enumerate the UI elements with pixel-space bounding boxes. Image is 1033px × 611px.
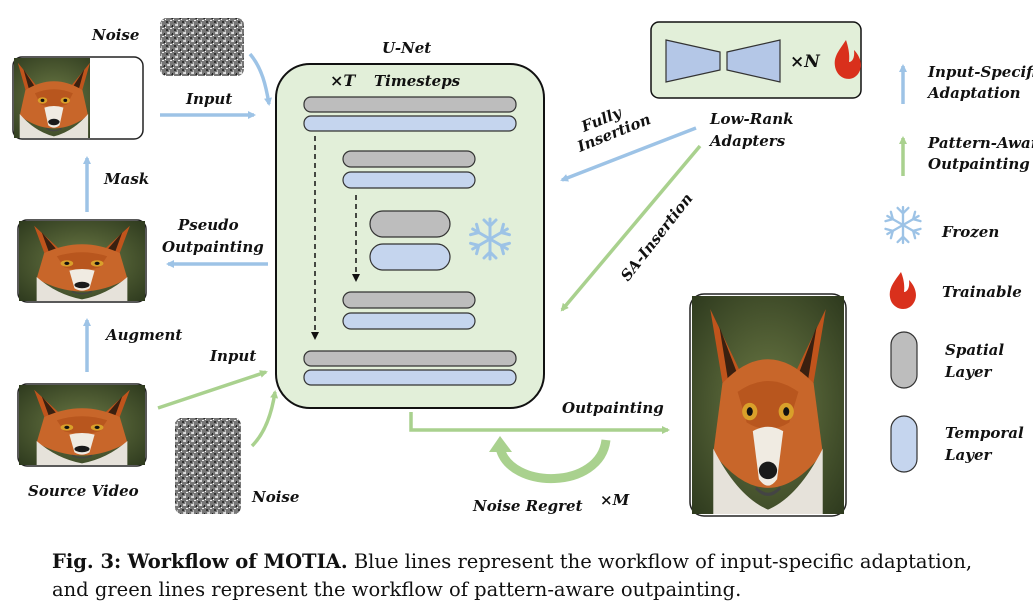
caption-text: Blue lines represent the workflow of inp… xyxy=(52,550,973,601)
caption-label: Fig. 3: xyxy=(52,550,122,573)
pseudo-outpainting-frame xyxy=(17,219,147,303)
temporal-layer-4 xyxy=(342,312,476,330)
timesteps-multiplier: ×T xyxy=(330,71,356,90)
temporal-layer-1 xyxy=(303,115,517,132)
noise-top-label: Noise xyxy=(91,26,139,44)
noise-top-arrow xyxy=(248,52,272,106)
spatial-layer-4 xyxy=(342,291,476,309)
temporal-layer-3 xyxy=(369,243,451,271)
legend-trainable: Trainable xyxy=(942,283,1022,301)
spatial-layer-2 xyxy=(342,150,476,168)
noise-bottom-label: Noise xyxy=(251,488,299,506)
flame-icon xyxy=(834,40,861,79)
output-video-frame xyxy=(689,293,847,517)
spatial-layer-3 xyxy=(369,210,451,238)
outpainting-arrow xyxy=(409,412,670,434)
adapter-up-projection xyxy=(726,39,781,83)
noise-bottom-arrow xyxy=(250,390,279,448)
augment-label: Augment xyxy=(104,326,182,344)
noise-regret-arrowhead xyxy=(489,436,512,452)
legend-frozen: Frozen xyxy=(941,223,999,241)
pseudo-label-2: Outpainting xyxy=(162,238,264,256)
times-m-label: ×M xyxy=(600,491,630,509)
pseudo-label-1: Pseudo xyxy=(177,216,239,234)
spatial-layer-5 xyxy=(303,350,517,367)
legend-temporal-swatch xyxy=(890,415,918,473)
mask-label: Mask xyxy=(103,170,149,188)
legend-temporal-1: Temporal xyxy=(945,424,1024,442)
legend-input-specific-2: Adaptation xyxy=(926,84,1021,102)
noise-regret-loop xyxy=(495,439,611,483)
lowrank-label-2: Adapters xyxy=(708,132,786,150)
times-n-label: ×N xyxy=(790,52,821,72)
lowrank-label-1: Low-Rank xyxy=(709,110,794,128)
snowflake-icon xyxy=(468,217,512,261)
input-top-label: Input xyxy=(185,90,232,108)
legend-pattern-aware-1: Pattern-Aware xyxy=(927,134,1033,152)
temporal-layer-2 xyxy=(342,171,476,189)
spatial-layer-1 xyxy=(303,96,517,113)
source-video-label: Source Video xyxy=(28,482,139,500)
legend-snowflake-icon xyxy=(883,205,923,245)
legend-spatial-1: Spatial xyxy=(945,341,1004,359)
noise-top-image xyxy=(160,18,244,76)
unet-title: U-Net xyxy=(382,39,431,57)
source-video-frame xyxy=(17,383,147,467)
legend-pattern-aware-2: Outpainting xyxy=(928,155,1030,173)
input-bottom-label: Input xyxy=(209,347,256,365)
noise-bottom-image xyxy=(175,418,241,514)
noise-regret-label: Noise Regret xyxy=(472,497,583,515)
input-bottom-arrow xyxy=(157,370,268,410)
adapter-down-projection xyxy=(665,39,721,83)
outpainting-label: Outpainting xyxy=(562,399,664,417)
caption-title: Workflow of MOTIA. xyxy=(127,550,348,573)
legend-temporal-2: Layer xyxy=(944,446,993,464)
sa-insertion-arrow xyxy=(560,144,702,312)
figure-caption: Fig. 3: Workflow of MOTIA. Blue lines re… xyxy=(52,548,992,604)
temporal-layer-5 xyxy=(303,369,517,386)
masked-input-frame xyxy=(12,56,144,140)
legend-spatial-swatch xyxy=(890,331,918,389)
sa-insertion-label: SA-Insertion xyxy=(617,190,696,285)
legend-flame-icon xyxy=(889,272,916,310)
fully-insertion-arrow xyxy=(560,126,697,182)
timesteps-label: Timesteps xyxy=(374,72,461,90)
legend-input-specific-1: Input-Specific xyxy=(927,63,1033,81)
legend-spatial-2: Layer xyxy=(944,363,993,381)
